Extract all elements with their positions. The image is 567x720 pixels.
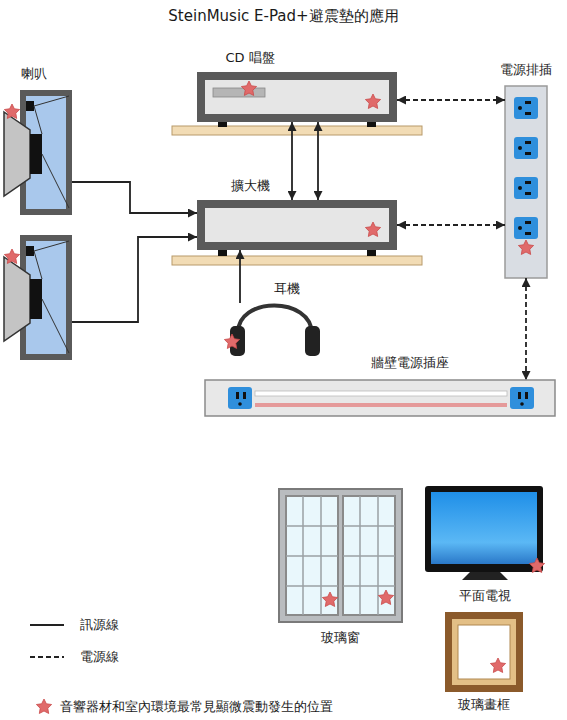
wall-outlet bbox=[205, 380, 555, 416]
speaker-upper bbox=[4, 93, 69, 212]
component-box: 玻璃窗 bbox=[278, 488, 403, 623]
component-box: 玻璃畫框 bbox=[445, 612, 523, 692]
speaker-lower bbox=[4, 238, 69, 357]
signal-cable bbox=[317, 122, 319, 200]
signal-cable bbox=[291, 122, 293, 200]
flat-tv bbox=[425, 486, 543, 580]
legend-text: 電源線 bbox=[80, 649, 119, 665]
signal-cable bbox=[72, 182, 197, 213]
component-box: 喇叭 bbox=[8, 88, 72, 362]
component-label: 喇叭 bbox=[21, 66, 47, 82]
glass-frame bbox=[445, 612, 523, 692]
component-box: CD 唱盤 bbox=[197, 72, 397, 122]
power-cable bbox=[397, 99, 505, 101]
signal-cable bbox=[239, 250, 241, 303]
power-strip bbox=[505, 86, 547, 278]
component-label: 牆壁電源插座 bbox=[371, 355, 449, 371]
diagram-title: SteinMusic E-Pad+避震墊的應用 bbox=[0, 6, 567, 26]
legend-samples bbox=[30, 625, 64, 657]
component-label: 耳機 bbox=[274, 281, 300, 297]
glass-window bbox=[279, 489, 402, 622]
component-box: 牆壁電源插座 bbox=[205, 380, 555, 416]
signal-cable bbox=[72, 237, 197, 322]
component-label: 玻璃窗 bbox=[321, 630, 360, 646]
component-box: 平面電視 bbox=[425, 486, 543, 580]
component-label: 擴大機 bbox=[231, 178, 270, 194]
component-box: 擴大機 bbox=[197, 200, 397, 250]
component-box: 電源排插 bbox=[505, 86, 547, 278]
headphones bbox=[230, 306, 320, 357]
component-label: 玻璃畫框 bbox=[458, 697, 510, 713]
vibration-marker bbox=[4, 81, 544, 713]
power-cable bbox=[397, 224, 505, 226]
legend-text: 音響器材和室內環境最常見顯微震動發生的位置 bbox=[60, 699, 333, 715]
power-cable bbox=[525, 278, 527, 380]
component-label: CD 唱盤 bbox=[225, 50, 274, 66]
component-label: 電源排插 bbox=[500, 62, 552, 78]
cd-player bbox=[172, 76, 422, 135]
component-box: 耳機 bbox=[226, 303, 322, 359]
amplifier bbox=[172, 204, 422, 265]
component-label: 平面電視 bbox=[459, 588, 511, 604]
legend-text: 訊源線 bbox=[80, 617, 119, 633]
